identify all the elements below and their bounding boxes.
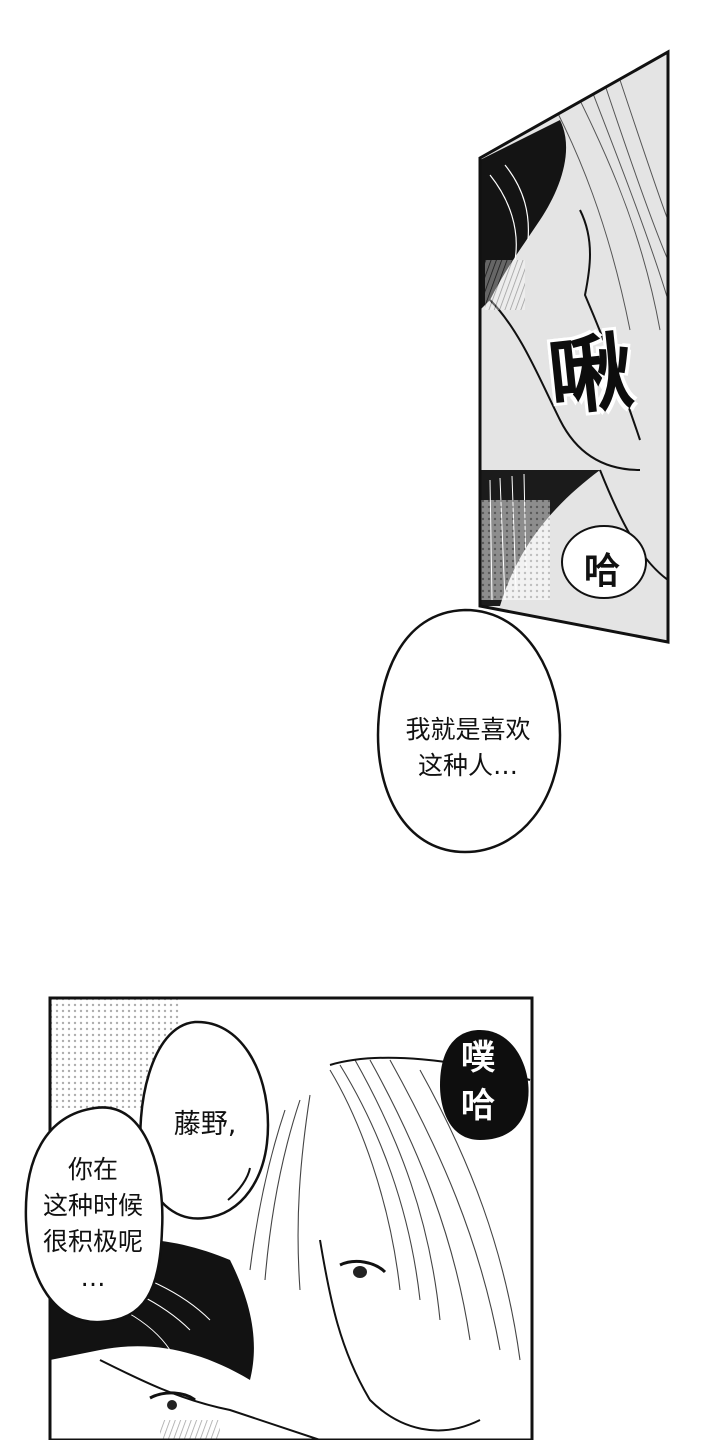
bubble-long-text: 你在 这种时候 很积极呢 … — [26, 1152, 160, 1296]
face-left — [99, 1359, 321, 1440]
bubble-middle-line1: 我就是喜欢 — [405, 715, 531, 744]
bubble-middle-line2: 这种人… — [417, 751, 518, 780]
top-panel-border — [478, 49, 670, 644]
sfx-kiss: 啾 — [543, 321, 638, 429]
sfx-ha-small: 哈 — [584, 551, 621, 592]
bubble-long-line1: 你在 — [67, 1155, 118, 1184]
light-hair-bottom — [249, 1059, 521, 1361]
bubble-long-line3: 很积极呢 — [42, 1227, 143, 1256]
face-profile-left — [489, 299, 641, 471]
bubble-ha — [561, 525, 647, 599]
face-right — [319, 1239, 481, 1432]
bubble-fujino-text: 藤野, — [173, 1109, 237, 1140]
sfx-laugh-text: 噗 哈 — [446, 1034, 510, 1130]
bubble-middle — [376, 608, 562, 854]
sfx-laugh-2: 哈 — [461, 1086, 495, 1126]
eye-right — [339, 1260, 387, 1274]
bubble-fujino — [139, 1020, 270, 1220]
eye-left — [149, 1391, 196, 1402]
bubble-long-line2: 这种时候 — [42, 1191, 143, 1220]
bubble-sfx-laugh — [440, 1030, 529, 1140]
bubble-middle-text: 我就是喜欢 这种人… — [388, 712, 548, 784]
face-profile-right — [579, 209, 641, 441]
sfx-laugh-1: 噗 — [461, 1038, 495, 1078]
bubble-long — [24, 1106, 164, 1324]
bubble-long-line4: … — [80, 1263, 106, 1292]
